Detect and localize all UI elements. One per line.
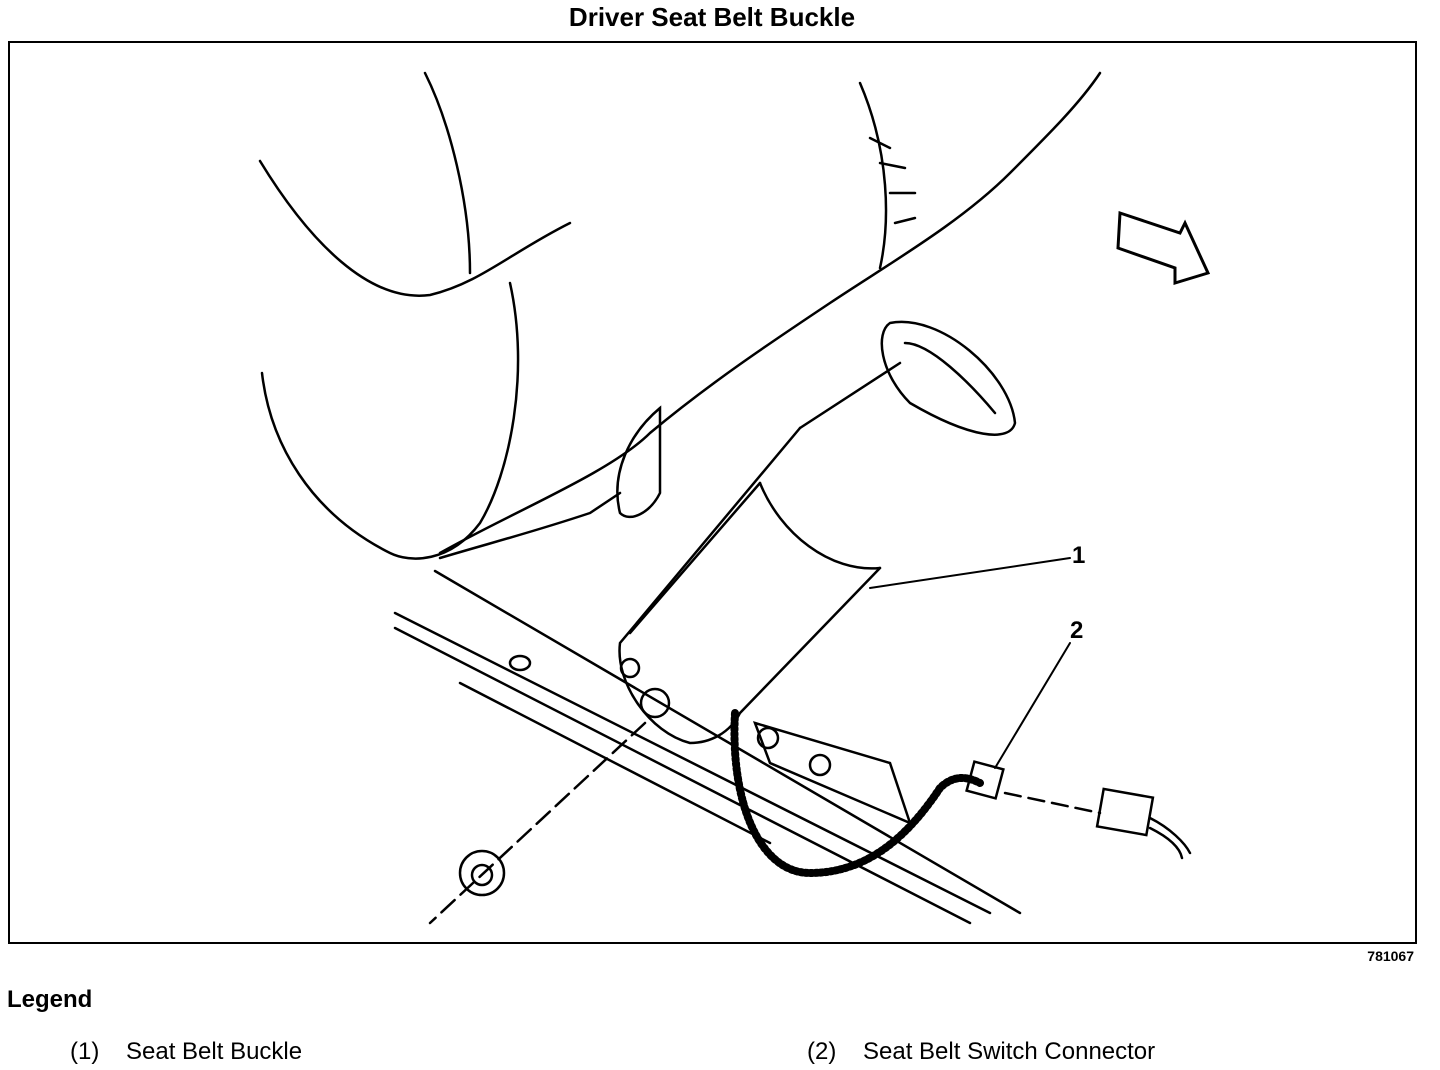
legend-number: (1) [70,1038,100,1065]
callout-2-leader [994,642,1071,769]
diagram-title: Driver Seat Belt Buckle [568,2,856,32]
callout-1: 1 [1072,542,1085,569]
forward-direction-arrow-icon [1116,210,1211,286]
figure-number: 781067 [1367,948,1414,964]
bolt [639,687,671,719]
callout-2: 2 [1070,617,1083,644]
legend-label: Seat Belt Buckle [126,1038,303,1065]
legend-label: Seat Belt Switch Connector [863,1038,1156,1065]
seat-belt-buckle [618,320,1017,745]
seat-track [433,569,1022,915]
illustration-frame: 1 2 [8,41,1417,944]
legend-item-1: (1) Seat Belt Buckle [70,1038,302,1066]
legend-heading: Legend [7,986,93,1013]
seat-belt-switch-connector [965,760,1005,800]
bolt-axis-line [428,721,647,925]
seat-cushion-outline [258,159,572,297]
callout-1-leader [869,557,1071,589]
wire-harness [730,709,984,878]
mating-connector [1095,787,1155,837]
legend-number: (2) [807,1038,837,1065]
legend-item-2: (2) Seat Belt Switch Connector [807,1038,1155,1066]
nut [458,849,506,897]
seat-belt-buckle-illustration: 1 2 [258,71,1211,925]
